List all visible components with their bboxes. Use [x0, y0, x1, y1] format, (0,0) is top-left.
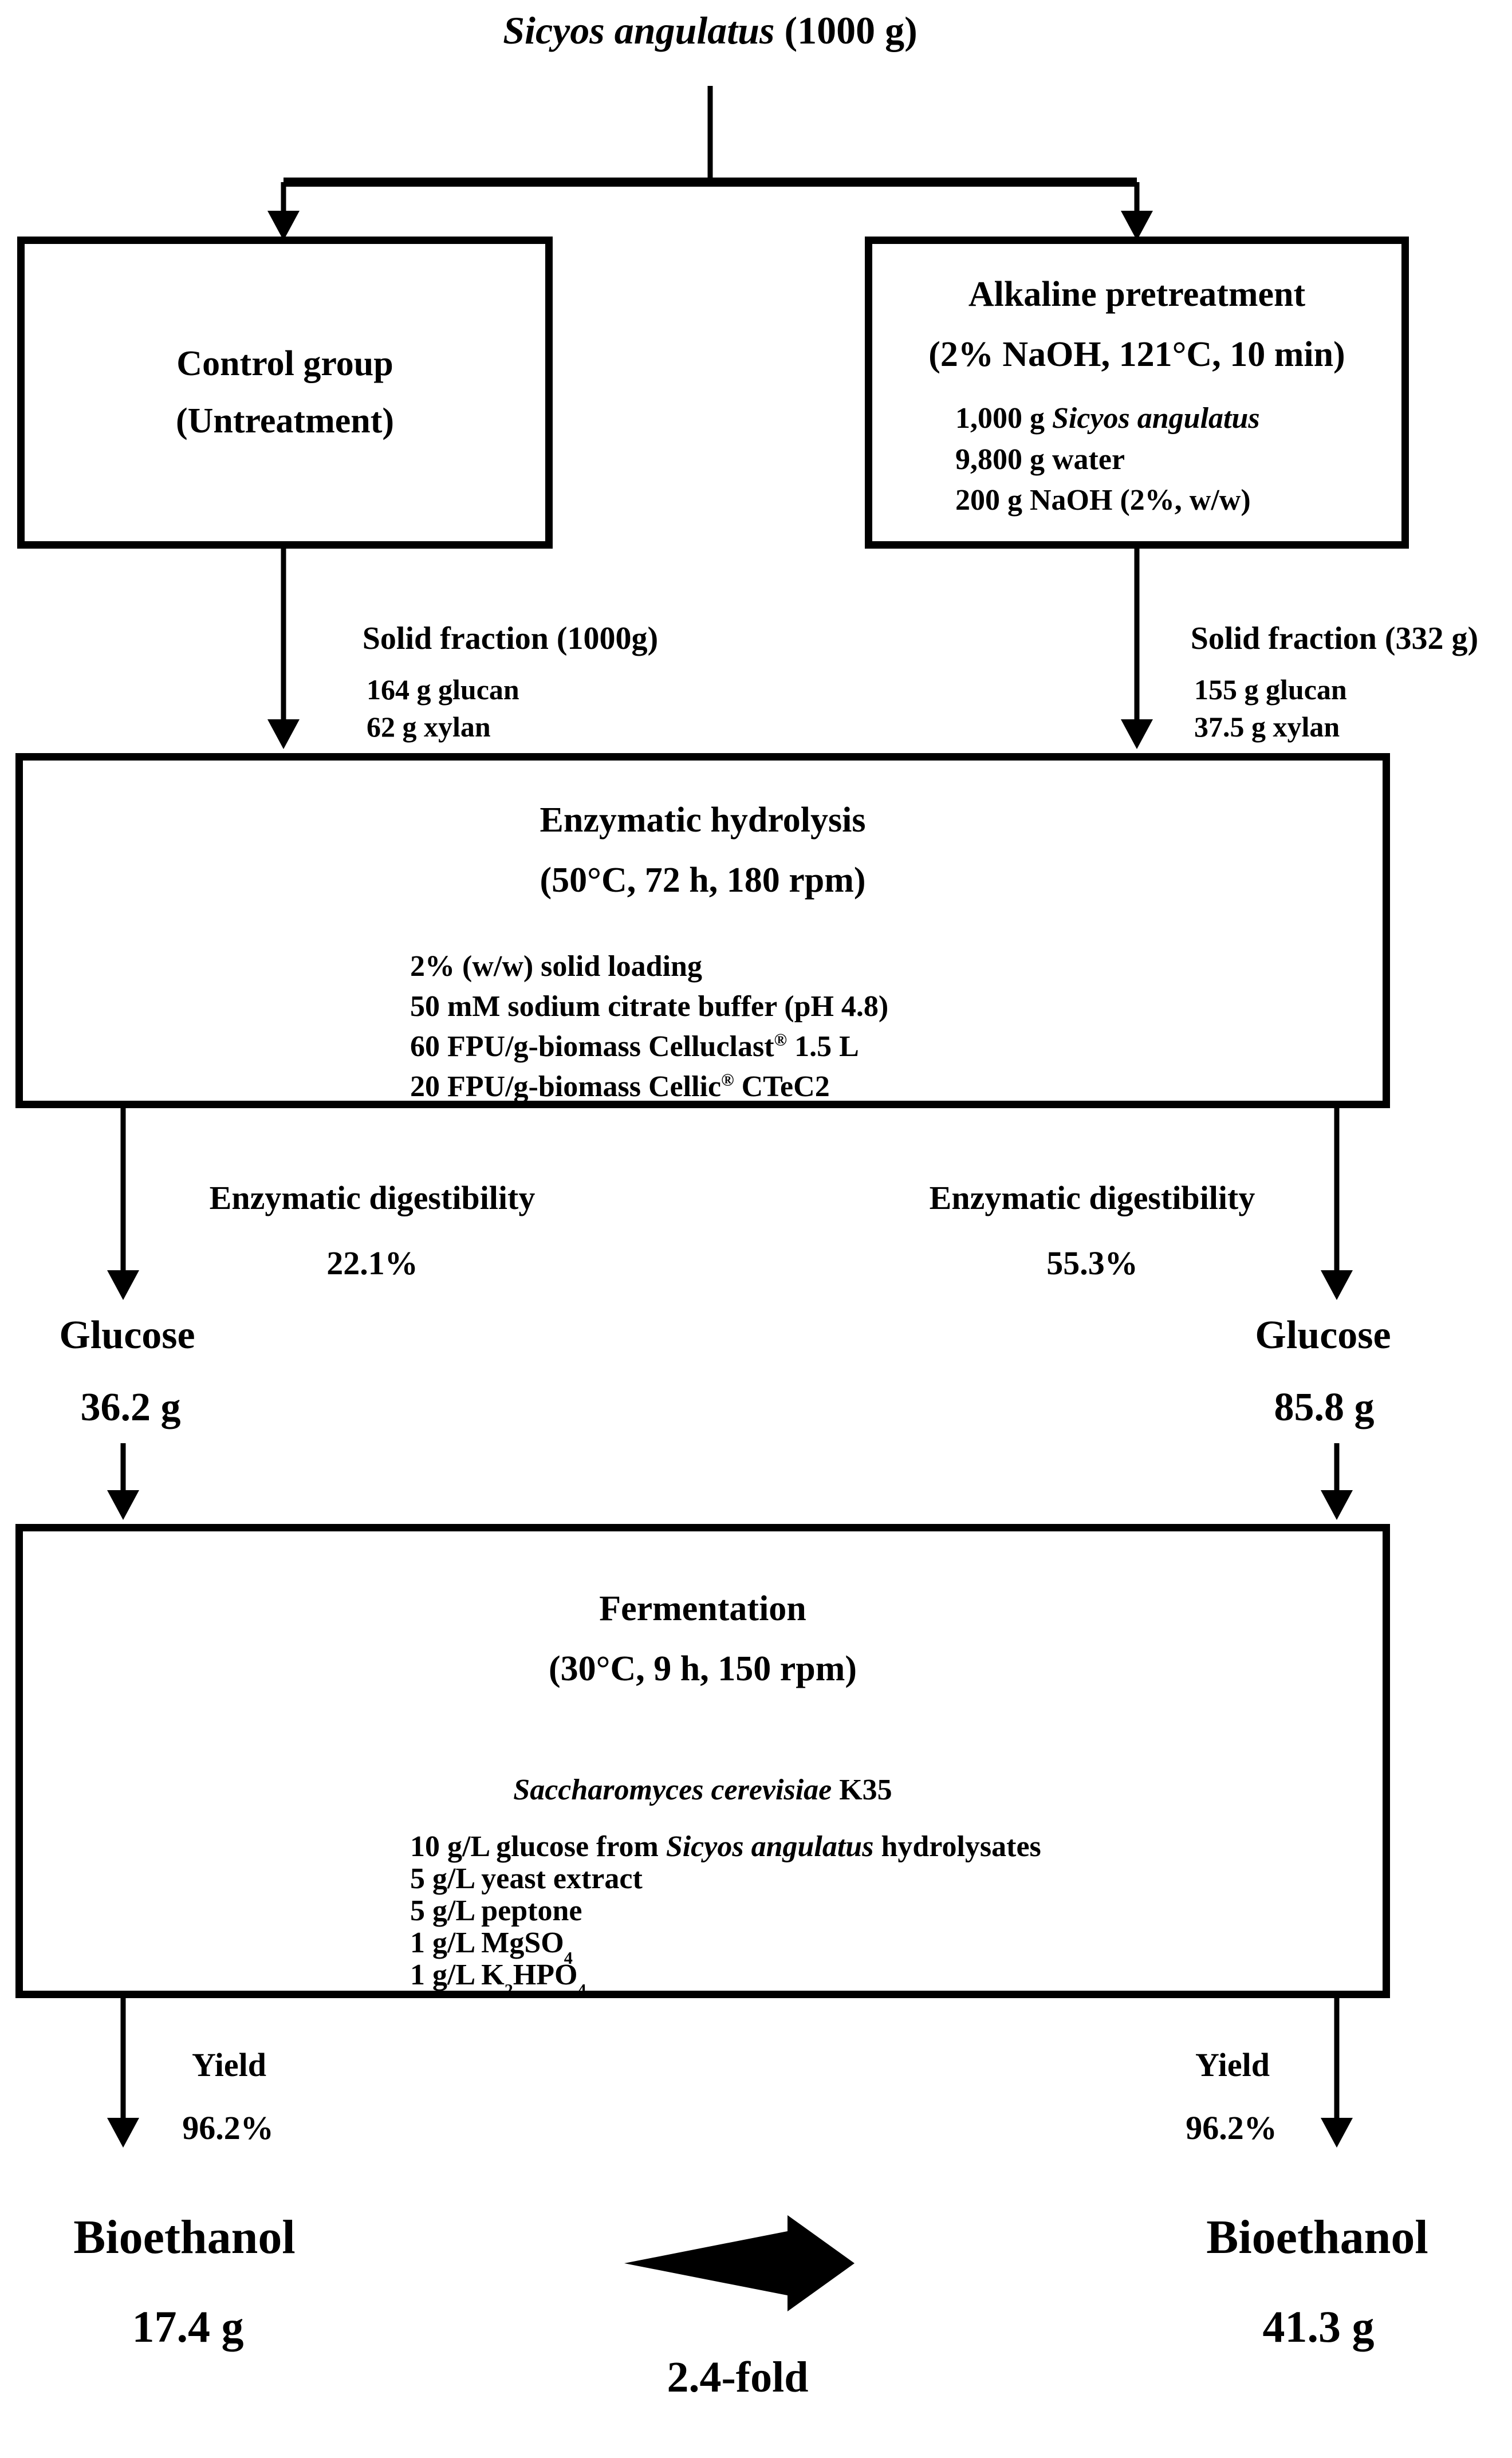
pretreatment-heading-line2: (2% NaOH, 121°C, 10 min)	[928, 335, 1345, 375]
hydrolysis-item-buffer: 50 mM sodium citrate buffer (pH 4.8)	[410, 990, 889, 1023]
hydrolysis-item-cellic: 20 FPU/g-biomass Cellic® CTeC2	[410, 1070, 830, 1104]
figure-title: Sicyos angulatus (1000 g)	[503, 8, 918, 53]
connector-lines	[120, 86, 1340, 2121]
registered-mark-icon: ®	[774, 1030, 788, 1050]
fold-increase-note: 2.4-fold	[667, 2353, 809, 2401]
fermentation-heading: Fermentation (30°C, 9 h, 150 rpm)	[549, 1579, 857, 1700]
title-species: Sicyos angulatus	[503, 9, 775, 52]
solid-fraction-right-heading: Solid fraction (332 g)	[1190, 621, 1479, 656]
bioethanol-left-value: 17.4 g	[132, 2302, 244, 2351]
digestibility-left-label: Enzymatic digestibility	[209, 1179, 536, 1216]
glucose-right-label: Glucose	[1255, 1313, 1391, 1357]
enzymatic-hydrolysis-box: Enzymatic hydrolysis (50°C, 72 h, 180 rp…	[15, 753, 1390, 1108]
pretreatment-item-naoh: 200 g NaOH (2%, w/w)	[955, 484, 1251, 517]
fermentation-medium: 10 g/L glucose from Sicyos angulatus hyd…	[23, 1830, 1041, 2000]
arrowheads	[107, 211, 1353, 2311]
digestibility-right-value: 55.3%	[1046, 1244, 1138, 1282]
control-box-heading: Control group (Untreatment)	[176, 336, 394, 449]
yield-left-label: Yield	[192, 2046, 266, 2083]
bioethanol-right-label: Bioethanol	[1206, 2211, 1428, 2264]
species-name: Sicyos angulatus	[666, 1830, 874, 1863]
fermentation-heading-line1: Fermentation	[599, 1589, 806, 1628]
solid-left-glucan: 164 g glucan	[367, 673, 519, 706]
solid-fraction-left-heading: Solid fraction (1000g)	[362, 621, 659, 656]
fermentation-item-yeast-extract: 5 g/L yeast extract	[410, 1862, 643, 1895]
fermentation-item-mgso4: 1 g/L MgSO4	[410, 1927, 573, 1968]
solid-fraction-left-items: 164 g glucan 62 g xylan	[367, 671, 519, 746]
hydrolysis-heading: Enzymatic hydrolysis (50°C, 72 h, 180 rp…	[540, 790, 866, 911]
hydrolysis-item-celluclast: 60 FPU/g-biomass Celluclast® 1.5 L	[410, 1030, 859, 1063]
solid-right-xylan: 37.5 g xylan	[1194, 711, 1340, 743]
title-amount: (1000 g)	[774, 9, 918, 52]
glucose-right-value: 85.8 g	[1274, 1385, 1375, 1429]
pretreatment-item-biomass: 1,000 g Sicyos angulatus	[955, 401, 1260, 435]
fermentation-strain: Saccharomyces cerevisiae K35	[513, 1773, 892, 1806]
digestibility-right-label: Enzymatic digestibility	[929, 1179, 1255, 1216]
yield-left-value: 96.2%	[182, 2109, 274, 2146]
registered-mark-icon: ®	[721, 1070, 734, 1090]
fermentation-box: Fermentation (30°C, 9 h, 150 rpm) Saccha…	[15, 1524, 1390, 2000]
fermentation-item-peptone: 5 g/L peptone	[410, 1894, 582, 1928]
pretreatment-item-water: 9,800 g water	[955, 443, 1125, 476]
pretreatment-ingredients: 1,000 g Sicyos angulatus 9,800 g water 2…	[872, 398, 1260, 521]
hydrolysis-conditions: 2% (w/w) solid loading 50 mM sodium citr…	[23, 947, 888, 1108]
alkaline-pretreatment-box: Alkaline pretreatment (2% NaOH, 121°C, 1…	[865, 237, 1409, 549]
pretreatment-heading: Alkaline pretreatment (2% NaOH, 121°C, 1…	[928, 265, 1345, 385]
yield-right-value: 96.2%	[1186, 2109, 1277, 2146]
control-heading-line2: (Untreatment)	[175, 401, 395, 440]
species-name: Sicyos angulatus	[1052, 401, 1260, 435]
solid-right-glucan: 155 g glucan	[1194, 673, 1347, 706]
digestibility-left-value: 22.1%	[326, 1244, 418, 1282]
glucose-left-label: Glucose	[59, 1313, 195, 1357]
solid-left-xylan: 62 g xylan	[367, 711, 491, 743]
bioethanol-right-value: 41.3 g	[1262, 2302, 1375, 2351]
fold-increase-arrow-icon	[624, 2215, 855, 2311]
bioethanol-left-label: Bioethanol	[73, 2211, 296, 2264]
hydrolysis-heading-line1: Enzymatic hydrolysis	[540, 801, 866, 840]
control-group-box: Control group (Untreatment)	[17, 237, 553, 549]
glucose-left-value: 36.2 g	[80, 1385, 181, 1429]
control-heading-line1: Control group	[176, 344, 393, 384]
fermentation-item-glucose: 10 g/L glucose from Sicyos angulatus hyd…	[410, 1830, 1041, 1863]
strain-species: Saccharomyces cerevisiae	[513, 1773, 832, 1806]
fermentation-item-k2hpo4: 1 g/L K2HPO4	[410, 1959, 586, 2000]
fermentation-heading-line2: (30°C, 9 h, 150 rpm)	[549, 1649, 857, 1689]
hydrolysis-item-loading: 2% (w/w) solid loading	[410, 950, 702, 983]
yield-right-label: Yield	[1195, 2046, 1270, 2083]
pretreatment-heading-line1: Alkaline pretreatment	[968, 275, 1306, 314]
solid-fraction-right-items: 155 g glucan 37.5 g xylan	[1194, 671, 1347, 746]
hydrolysis-heading-line2: (50°C, 72 h, 180 rpm)	[540, 861, 866, 900]
